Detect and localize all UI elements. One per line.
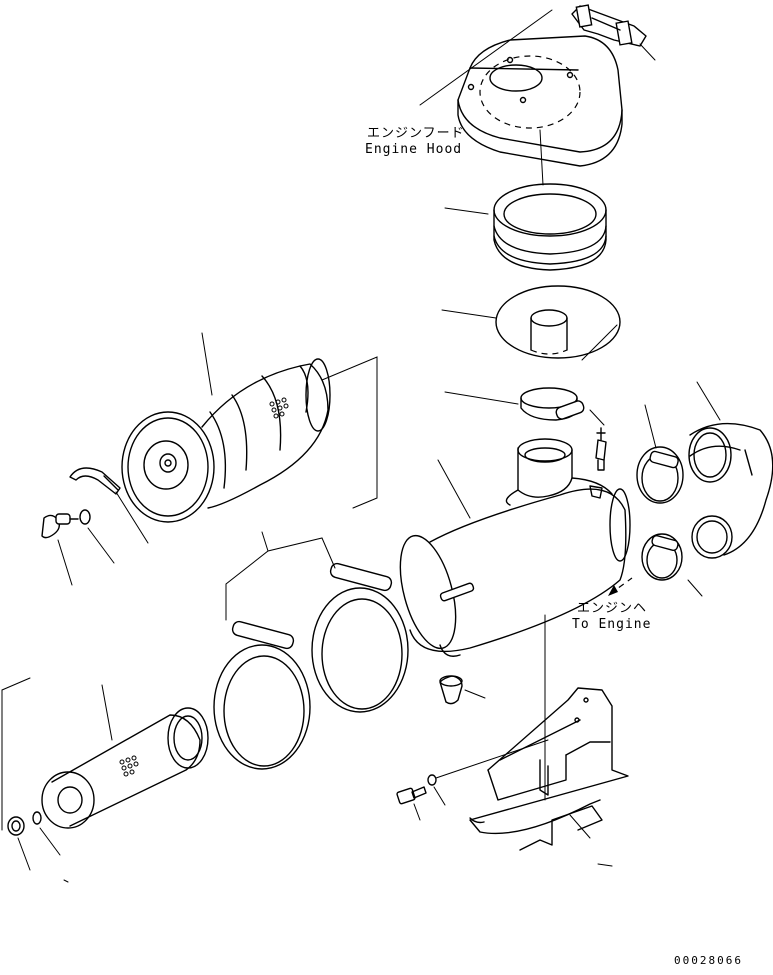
leader-hood-pipe-1 bbox=[539, 129, 544, 186]
leader-washer-1 bbox=[87, 527, 115, 564]
indicator-part bbox=[595, 427, 607, 471]
leader-seal bbox=[444, 207, 489, 215]
large-band-part-1 bbox=[311, 562, 409, 713]
leader-washer-3 bbox=[433, 786, 446, 806]
nut-part bbox=[7, 816, 25, 836]
leader-lower-clamp bbox=[687, 579, 703, 597]
leader-wing-nut bbox=[57, 539, 73, 586]
leader-elbow bbox=[696, 381, 721, 421]
large-band-part-2 bbox=[213, 620, 311, 770]
leader-bands bbox=[225, 537, 336, 621]
leader-outer-element bbox=[201, 332, 213, 396]
gasket-part bbox=[69, 467, 121, 495]
washer-part-1 bbox=[79, 509, 91, 525]
drawing-number: 00028066 bbox=[674, 954, 743, 967]
leader-bracket-upper bbox=[321, 356, 378, 509]
leader-body bbox=[437, 459, 471, 519]
leader-hood bbox=[419, 9, 553, 106]
elbow-hose-part bbox=[688, 422, 773, 559]
leader-valve bbox=[464, 689, 486, 699]
bolt-part bbox=[396, 786, 427, 805]
leader-bolt-washer bbox=[435, 739, 549, 779]
engine-hood-label-en: Engine Hood bbox=[365, 142, 463, 157]
outer-element-dots bbox=[269, 397, 289, 419]
leader-bands-top bbox=[261, 531, 269, 552]
washer-part-3 bbox=[427, 774, 437, 786]
seal-ring-part bbox=[493, 183, 607, 271]
to-engine-label-jp: エンジンヘ bbox=[577, 601, 648, 616]
leader-inner-element bbox=[101, 684, 113, 741]
upper-hose-clamp-part bbox=[636, 446, 684, 504]
leader-cap-right bbox=[581, 324, 618, 361]
engine-hood-part bbox=[457, 35, 623, 167]
leader-washer-2 bbox=[39, 827, 61, 856]
lower-hose-clamp-part bbox=[641, 533, 683, 581]
rain-cap-part bbox=[495, 285, 621, 359]
leader-upper-clamp bbox=[644, 404, 657, 449]
leader-bracket-right bbox=[569, 814, 591, 839]
air-cleaner-body-part bbox=[399, 438, 631, 657]
outer-element-part bbox=[121, 358, 331, 523]
hinge-part bbox=[571, 4, 656, 61]
to-engine-arrowhead bbox=[608, 585, 618, 596]
leader-bolt bbox=[413, 803, 421, 821]
bracket-part bbox=[469, 687, 629, 851]
leader-indicator bbox=[589, 409, 605, 426]
leader-nut bbox=[17, 837, 31, 871]
leader-gasket bbox=[115, 491, 149, 544]
to-engine-label-en: To Engine bbox=[572, 617, 652, 632]
wing-nut-part bbox=[41, 513, 79, 539]
leader-short-stub bbox=[63, 879, 69, 883]
engine-hood-label-jp: エンジンフード bbox=[367, 126, 465, 141]
washer-part-2 bbox=[32, 811, 42, 825]
leader-bracket-bottom bbox=[597, 863, 613, 867]
inner-element-part bbox=[41, 707, 209, 829]
inner-element-dots bbox=[119, 755, 139, 777]
leader-clamp-small bbox=[444, 391, 519, 405]
leader-cap bbox=[441, 309, 497, 319]
leader-bracket-lower bbox=[1, 677, 31, 831]
vacuator-valve-part bbox=[439, 675, 463, 705]
small-clamp-part bbox=[520, 387, 585, 421]
